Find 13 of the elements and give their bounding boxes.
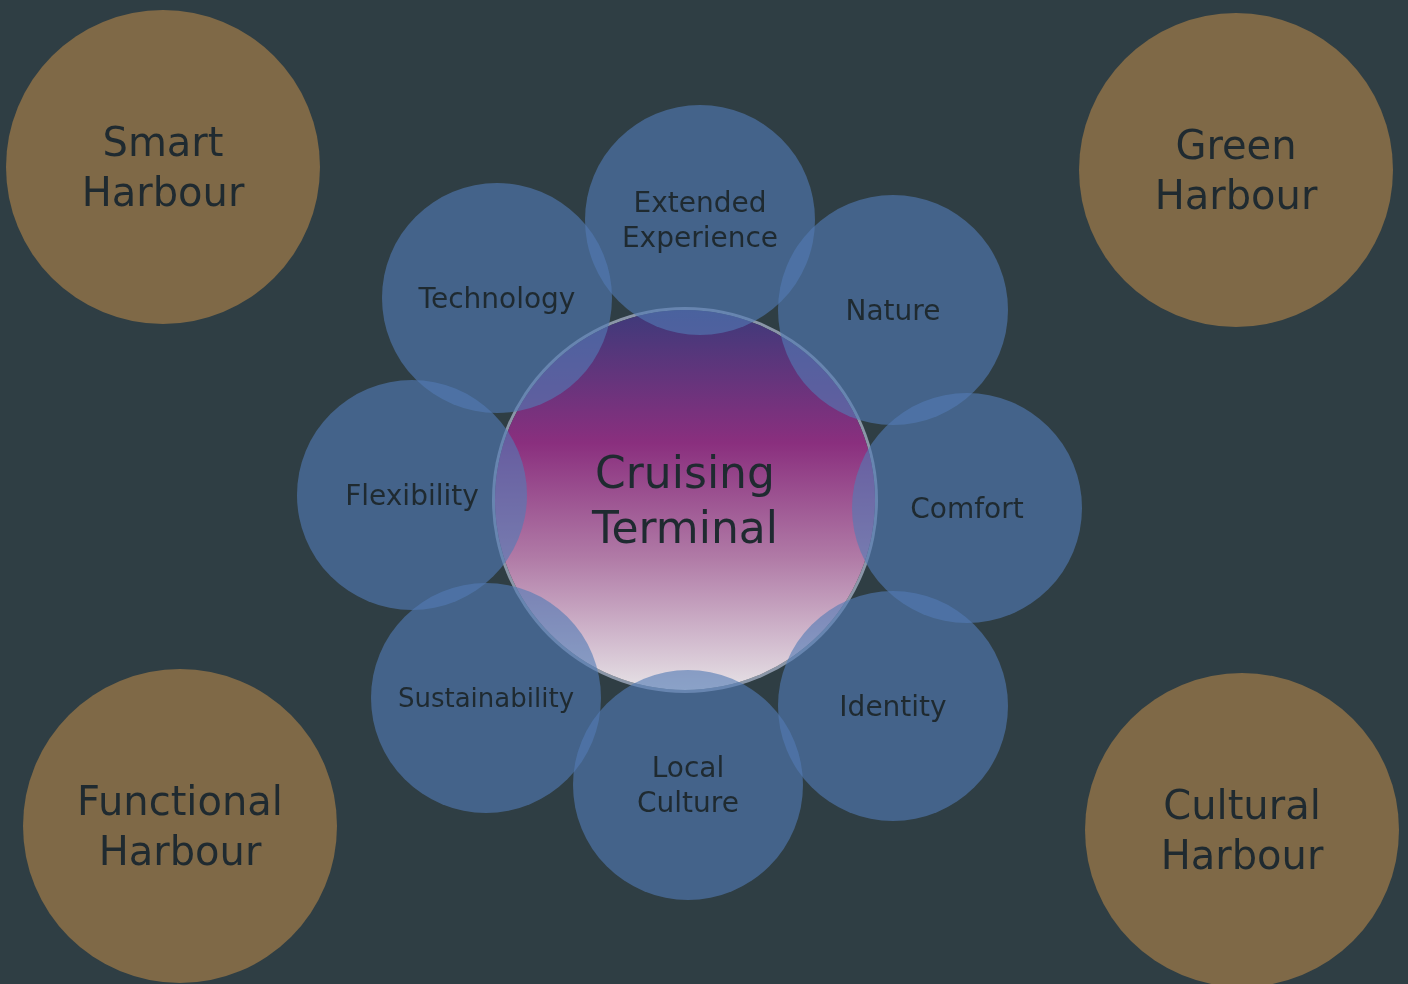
harbour-label: Functional Harbour <box>76 777 284 876</box>
theme-label: Extended Experience <box>620 185 780 255</box>
theme-label: Comfort <box>910 490 1024 526</box>
theme-label: Sustainability <box>397 681 574 715</box>
theme-label: Local Culture <box>636 750 740 820</box>
theme-label: Technology <box>418 280 576 316</box>
theme-label: Flexibility <box>345 477 479 513</box>
harbour-label: Cultural Harbour <box>1159 781 1325 880</box>
theme-label: Nature <box>845 292 941 328</box>
theme-label: Identity <box>839 688 947 724</box>
harbour-label: Smart Harbour <box>80 118 246 217</box>
center-label: Cruising Terminal <box>591 446 779 555</box>
harbour-label: Green Harbour <box>1153 121 1319 220</box>
